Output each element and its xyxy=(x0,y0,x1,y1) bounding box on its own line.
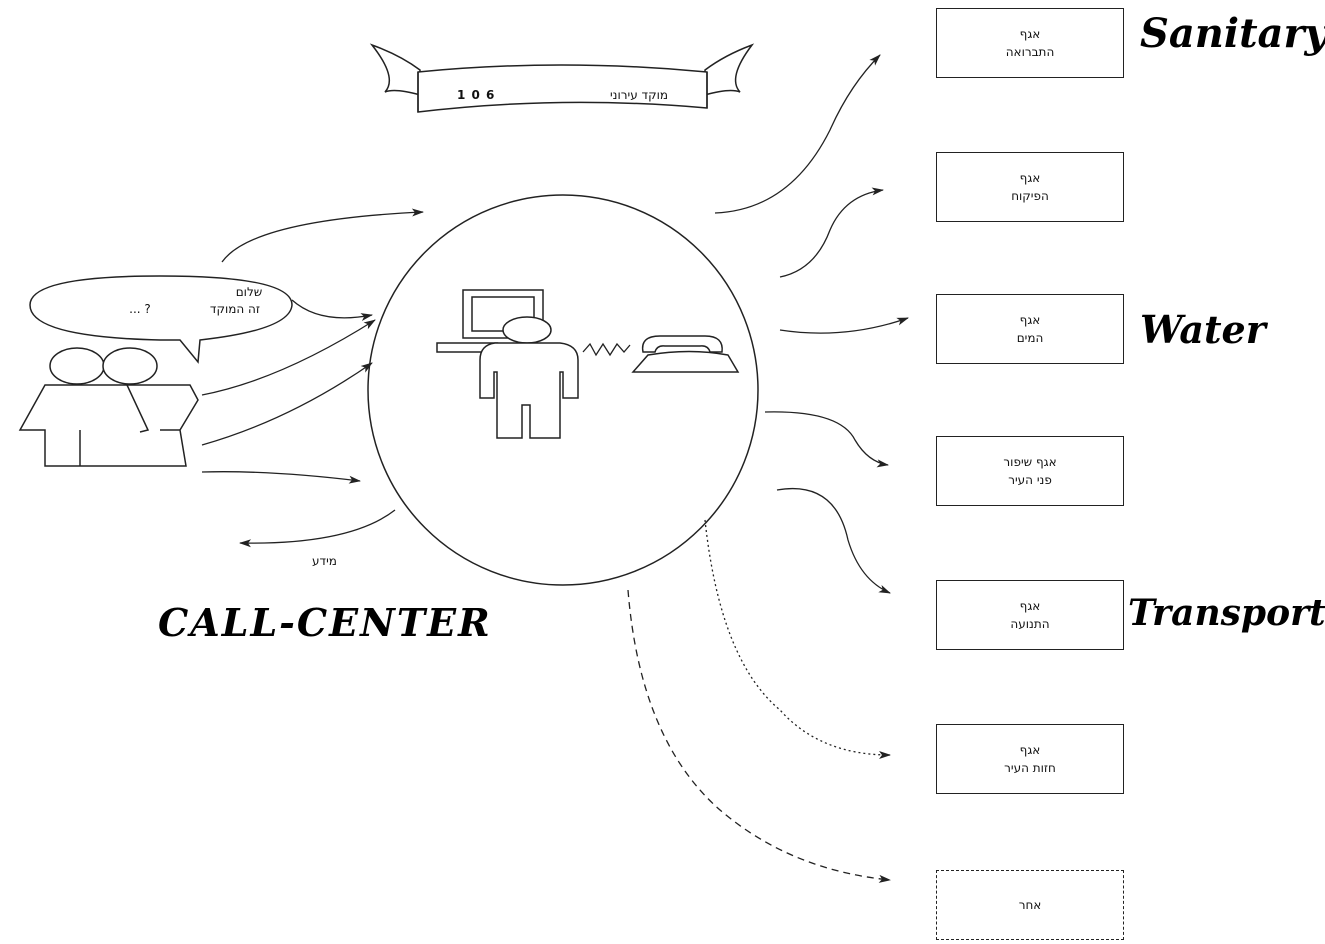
dept-box-sanitation: אגף התברואה xyxy=(936,8,1124,78)
dept-label-line1: אגף xyxy=(1020,169,1041,187)
note-transport: Transport xyxy=(1128,592,1325,634)
dept-label-line1: אחר xyxy=(1019,896,1042,914)
dept-label-line2: התברואה xyxy=(1006,43,1055,61)
dept-label-line2: הפיקוח xyxy=(1011,187,1049,205)
dept-label-line1: אגף xyxy=(1020,25,1041,43)
dept-box-city-improvement: אגף שיפור פני העיר xyxy=(936,436,1124,506)
banner-title: מוקד עירוני xyxy=(610,88,668,102)
info-arrow xyxy=(240,510,395,543)
dept-box-traffic: אגף התנועה xyxy=(936,580,1124,650)
dept-label-line1: אגף שיפור xyxy=(1003,453,1056,471)
banner-number: 1 0 6 xyxy=(457,88,495,102)
dept-box-inspection: אגף הפיקוח xyxy=(936,152,1124,222)
dept-label-line1: אגף xyxy=(1020,741,1041,759)
speech-line-greeting: שלום xyxy=(214,284,284,301)
dept-box-water: אגף המים xyxy=(936,294,1124,364)
info-label: מידע xyxy=(312,554,337,568)
note-sanitary: Sanitary xyxy=(1140,10,1325,57)
dept-label-line2: המים xyxy=(1017,329,1044,347)
dept-box-other: אחר xyxy=(936,870,1124,940)
dept-box-city-appearance: אגף חזות העיר xyxy=(936,724,1124,794)
speech-line-question: ? ... xyxy=(110,301,170,318)
call-center-label: CALL-CENTER xyxy=(158,600,492,645)
speech-line-center: זה המוקד xyxy=(190,301,280,318)
banner-ribbon xyxy=(372,45,752,112)
dept-label-line2: התנועה xyxy=(1010,615,1049,633)
note-water: Water xyxy=(1140,307,1266,352)
dept-label-line2: חזות העיר xyxy=(1004,759,1056,777)
callers-icon xyxy=(20,348,198,466)
dept-label-line2: פני העיר xyxy=(1008,471,1052,489)
dept-label-line1: אגף xyxy=(1020,311,1041,329)
dept-label-line1: אגף xyxy=(1020,597,1041,615)
